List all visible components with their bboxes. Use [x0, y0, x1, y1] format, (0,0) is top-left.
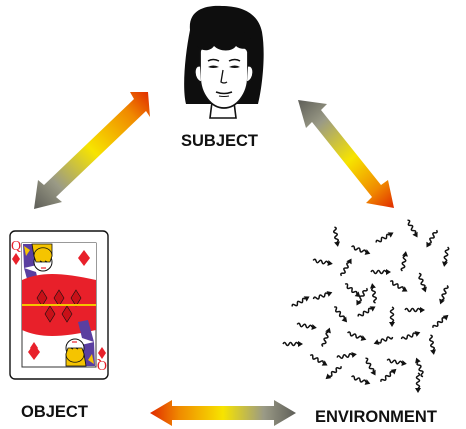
label-subject: SUBJECT — [181, 132, 258, 150]
random-motion-icon — [282, 219, 450, 393]
card-rank-bottom: Q — [97, 357, 107, 372]
label-object: OBJECT — [21, 403, 88, 421]
face-icon — [184, 5, 264, 119]
arrow-subject-environment — [298, 100, 394, 208]
arrow-subject-object — [34, 92, 150, 209]
bidirectional-arrow-icon — [298, 100, 394, 208]
card-rank-top: Q — [11, 239, 21, 254]
arrow-object-environment — [150, 400, 296, 426]
bidirectional-arrow-icon — [34, 92, 150, 209]
label-environment: ENVIRONMENT — [315, 408, 437, 426]
bidirectional-arrow-icon — [150, 400, 296, 426]
playing-card-icon: Q Q — [9, 230, 109, 380]
